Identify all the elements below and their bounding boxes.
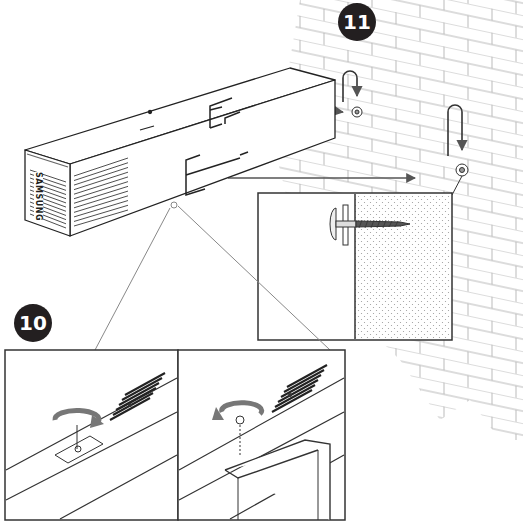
brand-logo: SAMSUNG: [34, 172, 43, 221]
leader-line: [95, 202, 330, 350]
callout-number: 10: [14, 304, 52, 342]
hook-arrow: [343, 71, 462, 156]
screw-inset: [258, 176, 462, 340]
callout-number: 11: [338, 3, 376, 41]
speaker-grille: [30, 158, 128, 228]
callout-text: 11: [343, 12, 371, 32]
soundbar: [25, 68, 335, 236]
detail-panel: [5, 350, 345, 520]
callout-text: 10: [19, 313, 47, 333]
wall-screw: [352, 107, 468, 176]
wall-bracket: [186, 98, 248, 195]
